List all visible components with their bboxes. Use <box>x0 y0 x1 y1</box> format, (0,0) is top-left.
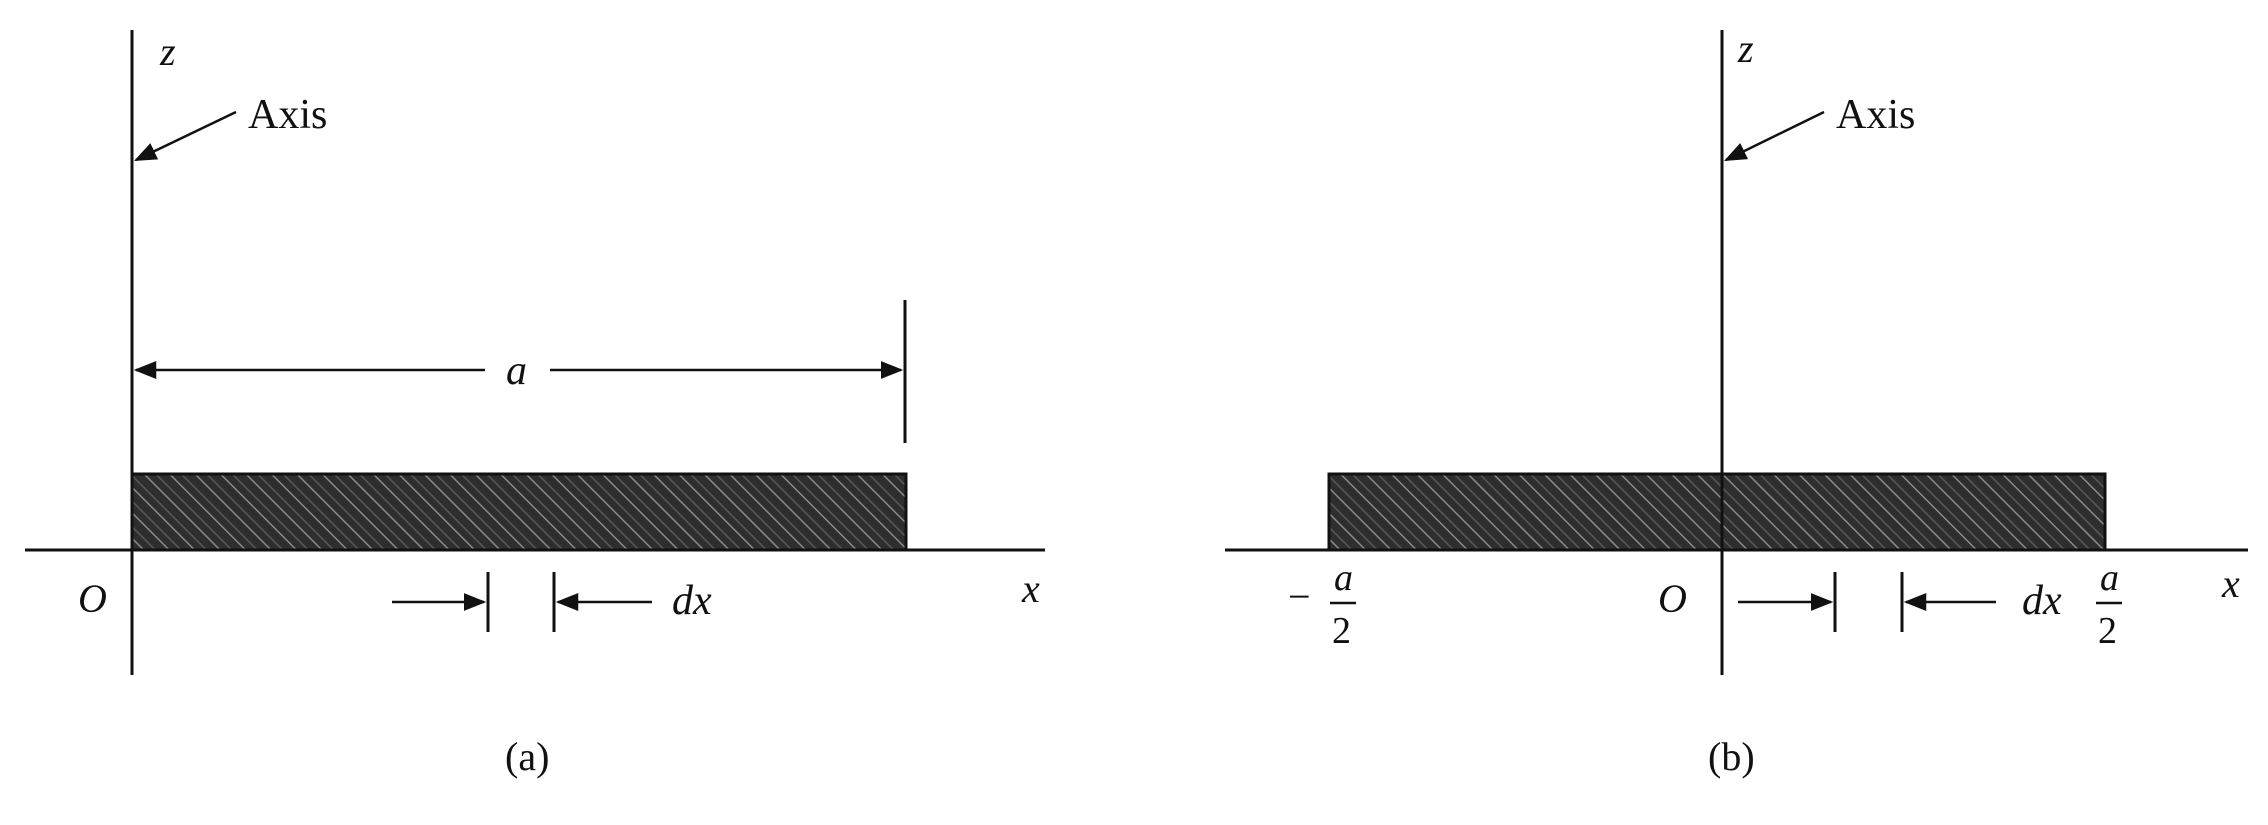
caption-a: (a) <box>505 734 549 779</box>
minus-sign-b: − <box>1288 574 1311 619</box>
axis-pointer-arrow-a <box>133 110 237 162</box>
origin-label-b: O <box>1658 576 1687 621</box>
axis-label-a: Axis <box>248 92 327 138</box>
x-label-b: x <box>2221 561 2240 606</box>
right-end-denominator-b: 2 <box>2098 610 2117 652</box>
length-label-a: a <box>506 348 527 394</box>
axis-label-b: Axis <box>1836 92 1915 138</box>
rod-b <box>1327 472 2107 552</box>
x-label-a: x <box>1021 566 1040 611</box>
rod-a <box>130 472 908 552</box>
right-end-label-b: a 2 <box>2096 557 2122 652</box>
panel-b: z x O Axis − a 2 dx a 2 (b) <box>1225 26 2248 779</box>
dx-label-b: dx <box>2022 578 2062 624</box>
panel-a: z x O Axis a dx (a) <box>25 29 1045 779</box>
z-label-b: z <box>1737 26 1754 71</box>
origin-label-a: O <box>78 576 107 621</box>
caption-b: (b) <box>1708 734 1755 779</box>
left-end-denominator-b: 2 <box>1332 610 1351 652</box>
left-end-label-b: − a 2 <box>1288 557 1356 652</box>
dx-label-a: dx <box>672 578 712 624</box>
z-label-a: z <box>159 29 176 74</box>
right-end-numerator-b: a <box>2100 557 2119 599</box>
axis-pointer-arrow-b <box>1723 110 1825 162</box>
left-end-numerator-b: a <box>1334 557 1353 599</box>
